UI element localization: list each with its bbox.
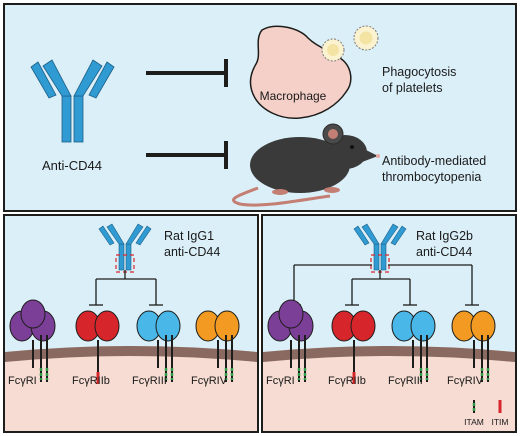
igg2b-antibody-icon <box>353 223 407 271</box>
antibody-label: Anti-CD44 <box>42 158 102 173</box>
left-receptor-label-fcgr3: FcγRIII <box>132 375 167 387</box>
effect1-line2: of platelets <box>382 81 442 95</box>
left-membrane <box>5 346 257 362</box>
right-cytoplasm <box>263 346 515 431</box>
right-antibody-label-1: Rat IgG2b <box>416 229 473 243</box>
right-receptor-label-fcgr1: FcγRI <box>266 375 295 387</box>
effect2-line1: Antibody-mediated <box>382 154 486 168</box>
platelet-icon <box>353 25 379 51</box>
left-panel: Rat IgG1 anti-CD44 <box>3 214 259 433</box>
left-antibody-label-1: Rat IgG1 <box>164 229 214 243</box>
fcgr2b-receptor <box>331 310 376 384</box>
inhibition-arrow-2 <box>146 141 228 169</box>
left-receptor-label-fcgr4: FcγRIV <box>191 375 228 387</box>
right-receptor-label-fcgr3: FcγRIII <box>388 375 423 387</box>
right-inhibition-lines <box>287 264 479 306</box>
macrophage-label: Macrophage <box>260 89 327 103</box>
top-panel: Anti-CD44 Macrophage Phagocytosis of pla… <box>3 3 517 212</box>
fcgr3-receptor <box>136 310 181 382</box>
legend-itam: ITAM <box>464 417 484 427</box>
fcgr1-receptor <box>9 299 56 382</box>
fcgr4-receptor <box>195 310 240 382</box>
platelet-icon <box>321 38 345 62</box>
fcgr1-receptor <box>267 299 314 382</box>
effect1-line1: Phagocytosis <box>382 65 456 79</box>
macrophage-shape <box>249 25 352 119</box>
right-antibody-label-2: anti-CD44 <box>416 245 472 259</box>
left-receptor-label-fcgr2b: FcγRIIb <box>72 375 110 387</box>
igg1-antibody-icon <box>98 223 152 271</box>
left-cytoplasm <box>5 346 257 431</box>
left-antibody-label-2: anti-CD44 <box>164 245 220 259</box>
mouse-icon <box>232 123 380 207</box>
effect2-line2: thrombocytopenia <box>382 170 481 184</box>
fcgr2b-receptor <box>75 310 120 384</box>
right-panel: Rat IgG2b anti-CD44 <box>261 214 517 433</box>
legend-itim: ITIM <box>492 417 509 427</box>
antibody-icon <box>30 59 115 143</box>
left-inhibition-lines <box>89 270 163 306</box>
left-receptor-label-fcgr1: FcγRI <box>8 375 37 387</box>
right-receptor-label-fcgr2b: FcγRIIb <box>328 375 366 387</box>
right-receptor-label-fcgr4: FcγRIV <box>447 375 484 387</box>
fcgr4-receptor <box>451 310 496 382</box>
right-membrane <box>263 346 515 362</box>
fcgr3-receptor <box>391 310 436 382</box>
inhibition-arrow-1 <box>146 59 228 87</box>
